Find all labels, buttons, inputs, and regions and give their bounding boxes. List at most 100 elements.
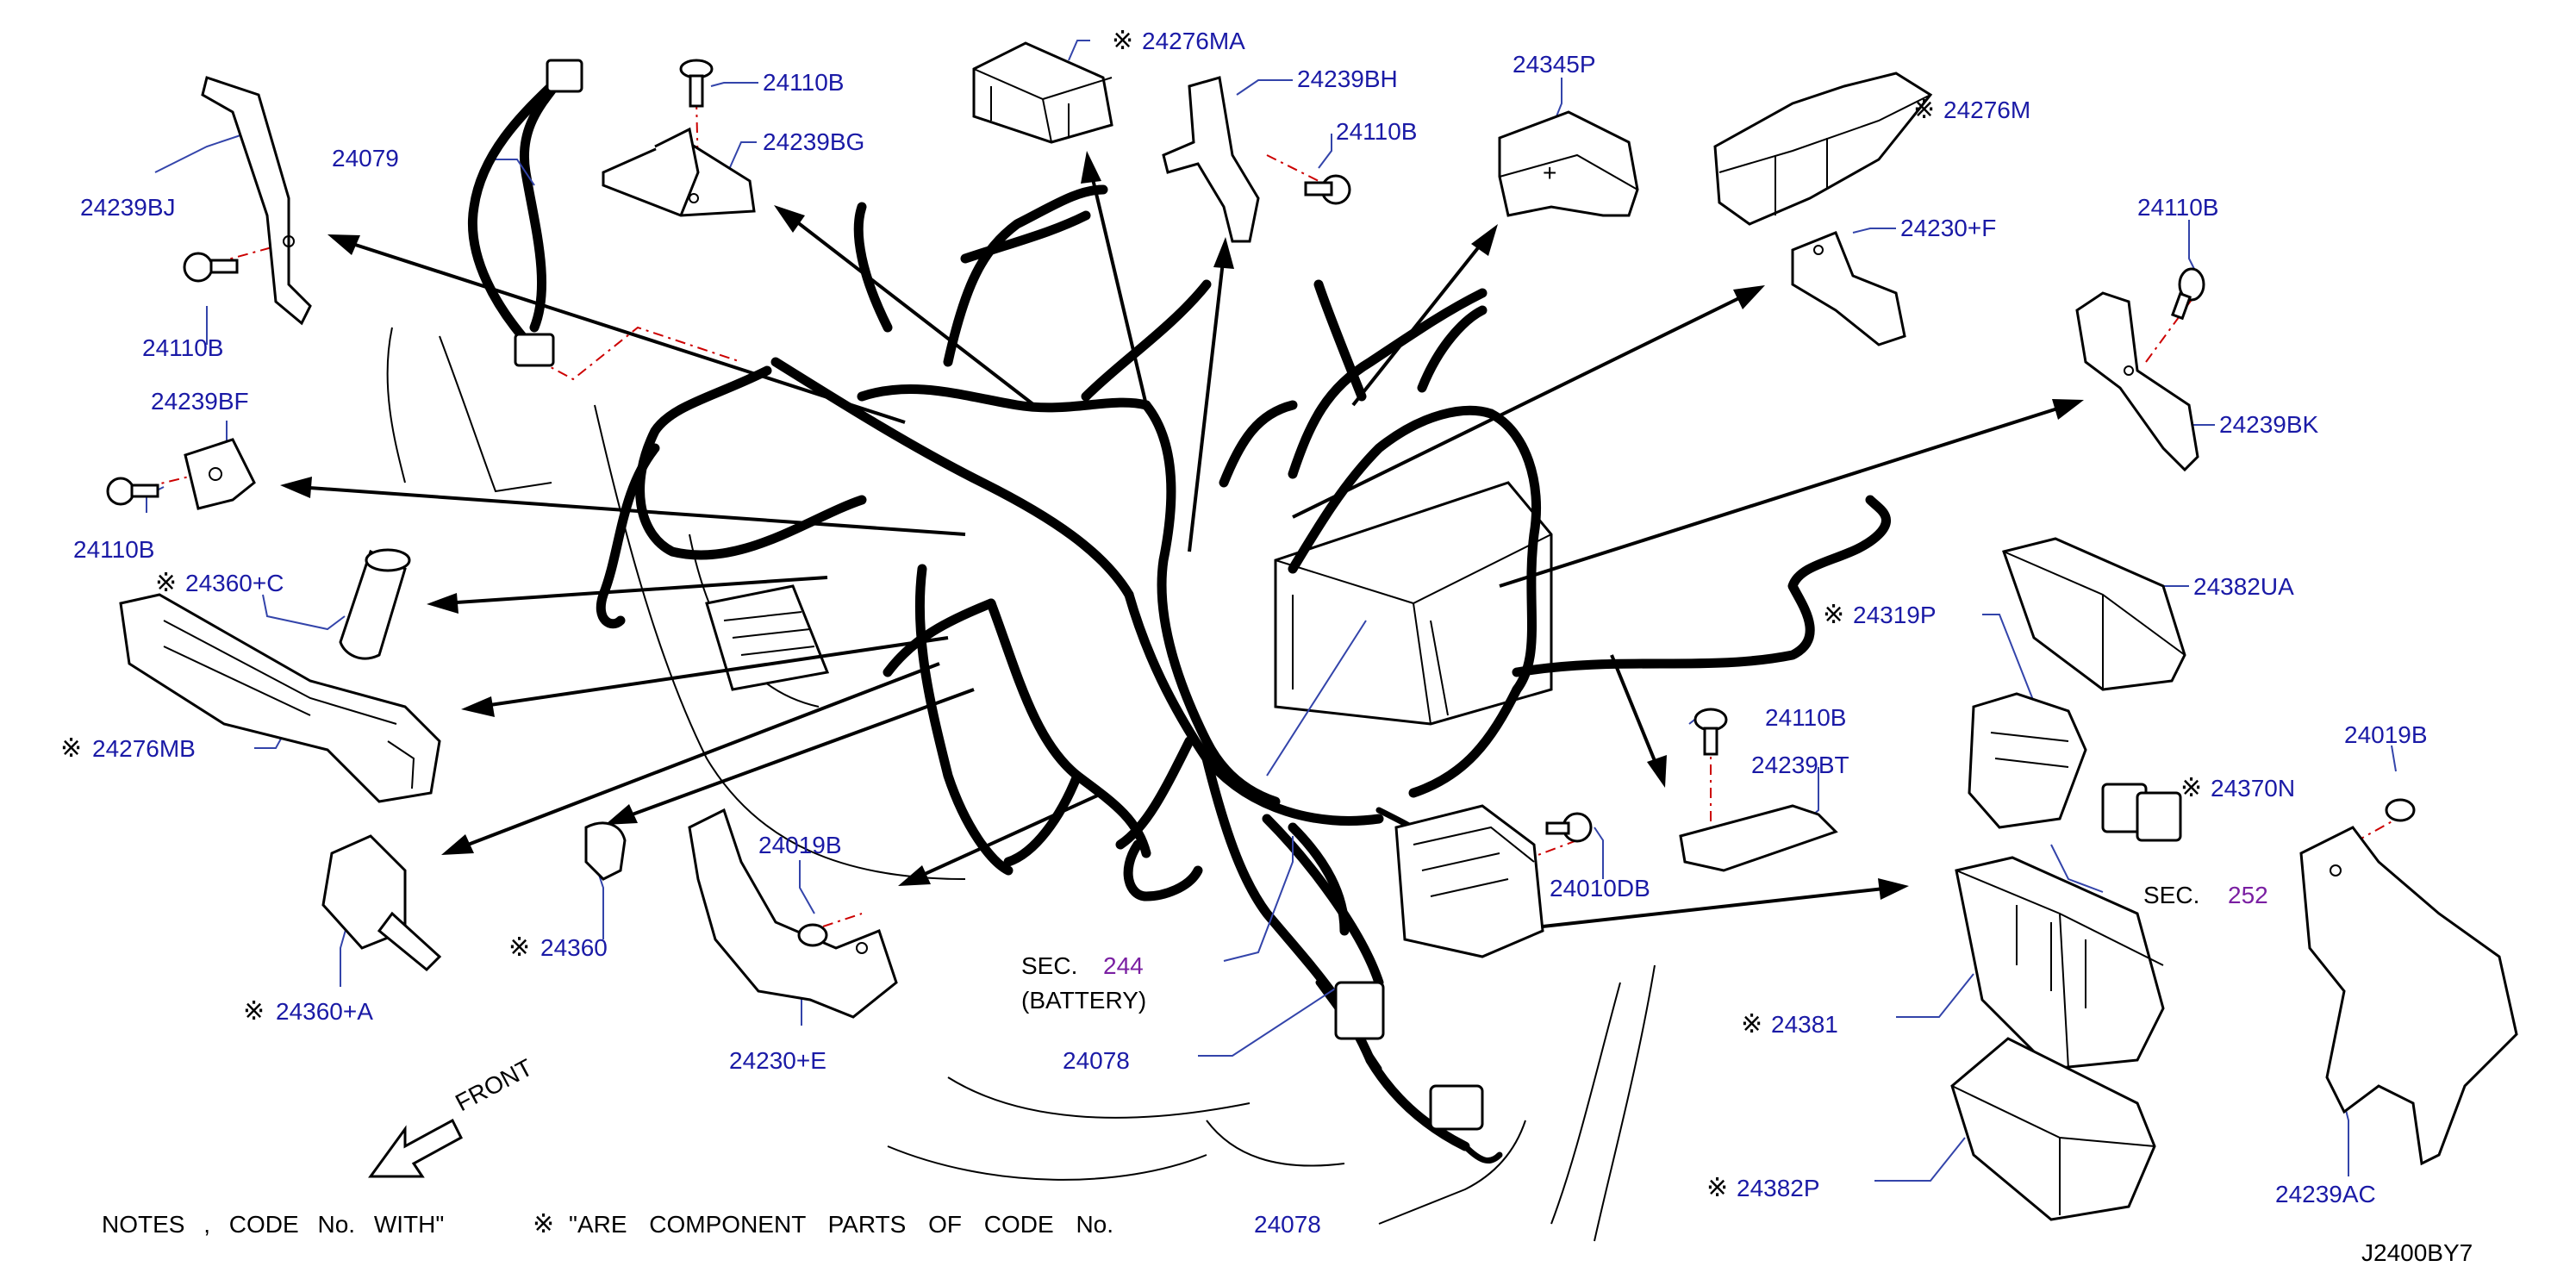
label-24382UA[interactable]: 24382UA <box>2193 573 2294 600</box>
label-24230E[interactable]: 24230+E <box>729 1047 826 1074</box>
arrow-24239BF <box>280 477 966 536</box>
part-labels: 24079 24239BJ 24110B 24239BF 24110B ※ 24… <box>60 26 2428 1207</box>
part-24239BG-bracket <box>602 127 756 217</box>
label-24239BH[interactable]: 24239BH <box>1297 66 1398 92</box>
part-24319P-relay-box <box>1968 692 2087 829</box>
main-harness <box>519 72 1891 1164</box>
part-24382P-cover <box>1950 1037 2156 1221</box>
notes-asterisk: ※ <box>533 1209 554 1239</box>
asterisk-24360: ※ <box>508 933 530 963</box>
notes-prefix: NOTES , CODE No. WITH" <box>102 1211 444 1238</box>
label-24019B-a[interactable]: 24019B <box>758 832 842 858</box>
asterisk-24370N: ※ <box>2180 773 2202 803</box>
arrow-24239BH <box>1188 237 1234 552</box>
arrow-24239BG <box>774 205 1036 407</box>
part-24276MB-protector <box>119 593 441 803</box>
label-24239BT[interactable]: 24239BT <box>1751 752 1849 778</box>
label-24381[interactable]: 24381 <box>1771 1011 1838 1038</box>
label-24276MA[interactable]: 24276MA <box>1142 28 1245 54</box>
arrow-24345P <box>1351 224 1498 407</box>
part-24345P-cover: + <box>1498 110 1639 217</box>
arrow-24239BT <box>1610 654 1667 788</box>
sec-252-prefix: SEC. <box>2143 882 2199 908</box>
part-24079-subharness <box>468 59 583 367</box>
arrow-24276MB <box>461 636 949 717</box>
part-24110B-bolt-a <box>183 252 239 283</box>
asterisk-24381: ※ <box>1741 1009 1762 1039</box>
part-24230F-bracket <box>1791 231 1906 346</box>
label-24110B-c[interactable]: 24110B <box>763 69 844 96</box>
label-24276MB[interactable]: 24276MB <box>92 735 196 762</box>
label-24360[interactable]: 24360 <box>540 934 608 961</box>
asterisk-24382P: ※ <box>1706 1173 1728 1203</box>
arrow-24239BJ <box>327 234 906 424</box>
arrow-24276MA <box>1081 151 1148 406</box>
part-24360-clip <box>584 821 627 881</box>
section-refs: SEC. 244 (BATTERY) SEC. 252 <box>1021 882 2268 1014</box>
sec-252-number[interactable]: 252 <box>2228 882 2268 908</box>
label-24110B-d[interactable]: 24110B <box>1336 118 1417 145</box>
asterisk-24276M: ※ <box>1913 95 1935 125</box>
label-24360A[interactable]: 24360+A <box>276 998 373 1025</box>
battery <box>1274 481 1553 726</box>
label-24382P[interactable]: 24382P <box>1737 1175 1820 1201</box>
part-24276M-protector <box>1713 72 1933 226</box>
notes: NOTES , CODE No. WITH" ※ "ARE COMPONENT … <box>102 1209 1321 1239</box>
arrow-24230E <box>898 791 1104 886</box>
front-label: FRONT <box>451 1054 537 1117</box>
part-24078-connector <box>1334 981 1484 1131</box>
arrows <box>280 151 2084 928</box>
label-24239BK[interactable]: 24239BK <box>2219 411 2319 438</box>
label-24110B-f[interactable]: 24110B <box>1765 704 1846 731</box>
arrow-24360 <box>605 688 975 825</box>
label-24110B-b[interactable]: 24110B <box>73 536 154 563</box>
label-24239BG[interactable]: 24239BG <box>763 128 864 155</box>
part-24110B-bolt-d <box>1304 174 1351 205</box>
part-24370N-relays <box>2101 783 2182 842</box>
label-24345P[interactable]: 24345P <box>1513 51 1596 78</box>
part-24230E-bracket <box>688 808 898 1019</box>
label-24239BF[interactable]: 24239BF <box>151 388 249 415</box>
diagram-code: J2400BY7 <box>2361 1239 2473 1266</box>
part-24239BT-bracket <box>1679 804 1838 872</box>
label-24019B-b[interactable]: 24019B <box>2344 721 2428 748</box>
part-24382UA-cover <box>2002 537 2186 691</box>
front-direction-arrow <box>368 1118 463 1178</box>
label-24239AC[interactable]: 24239AC <box>2275 1181 2376 1207</box>
asterisk-24319P: ※ <box>1823 600 1844 630</box>
label-24370N[interactable]: 24370N <box>2211 775 2295 802</box>
label-24230F[interactable]: 24230+F <box>1900 215 1996 241</box>
label-24239BJ[interactable]: 24239BJ <box>80 194 176 221</box>
label-24319P[interactable]: 24319P <box>1853 602 1937 628</box>
part-24239BF-bracket <box>184 438 256 510</box>
label-24276M[interactable]: 24276M <box>1943 97 2030 123</box>
asterisk-24276MA: ※ <box>1112 26 1133 56</box>
label-24078-a[interactable]: 24078 <box>1063 1047 1130 1074</box>
label-24010DB[interactable]: 24010DB <box>1550 875 1650 902</box>
part-24010DB-screw <box>1545 812 1593 843</box>
arrow-24381 <box>1542 878 1909 928</box>
fuse-tray-shape <box>705 584 830 691</box>
arrow-24239BK <box>1499 399 2084 588</box>
part-24019B-nut-a <box>797 923 828 947</box>
asterisk-24360C: ※ <box>155 568 177 598</box>
label-24360C[interactable]: 24360+C <box>185 570 284 596</box>
sec-244-sub: (BATTERY) <box>1021 987 1146 1014</box>
label-24110B-e[interactable]: 24110B <box>2137 194 2218 221</box>
sec-244-number[interactable]: 244 <box>1103 952 1144 979</box>
label-24110B-a[interactable]: 24110B <box>142 334 223 361</box>
part-24110B-bolt-f <box>1693 708 1728 756</box>
part-24239BH-bracket <box>1162 76 1260 243</box>
asterisk-24360A: ※ <box>243 996 265 1026</box>
label-24079[interactable]: 24079 <box>332 145 399 172</box>
arrow-24360C <box>427 576 828 614</box>
part-24239AC-bracket <box>2299 826 2518 1166</box>
notes-code[interactable]: 24078 <box>1254 1211 1321 1238</box>
part-24110B-bolt-c <box>679 59 714 108</box>
part-24019B-nut-b <box>2385 798 2416 822</box>
part-24110B-bolt-b <box>106 477 159 506</box>
part-24110B-bolt-e <box>2170 267 2205 321</box>
part-24239BJ-bracket <box>201 76 312 326</box>
sec-244-prefix: SEC. <box>1021 952 1077 979</box>
